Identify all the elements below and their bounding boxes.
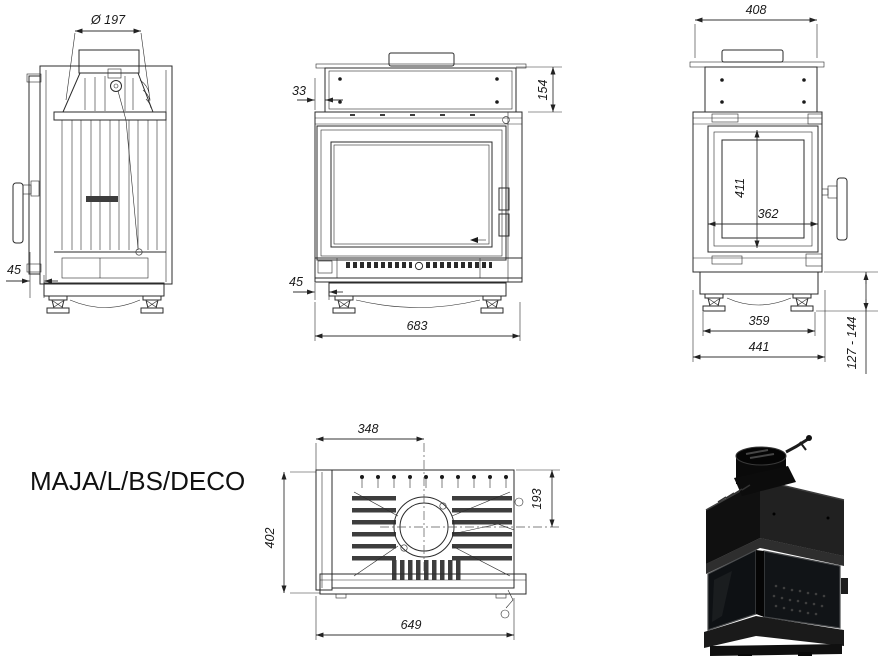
- adjustable-foot: [46, 295, 70, 314]
- dim-glass-height: 411: [733, 130, 760, 248]
- front-view: 154 33: [289, 52, 562, 341]
- deco-grille: [314, 257, 523, 279]
- side-body: [689, 49, 825, 273]
- dim-rear-side-offset: 45: [6, 252, 58, 298]
- dim-label-flue-from-side: 348: [358, 422, 379, 436]
- render-hood: [705, 466, 845, 564]
- dim-glass-width: 362: [708, 207, 818, 227]
- adjustable-foot: [480, 295, 504, 314]
- dim-flue-diameter: Ø 197: [65, 13, 151, 101]
- door-latch: [498, 187, 510, 237]
- rear-body: [26, 65, 173, 285]
- dim-label-base-offset: 45: [289, 275, 303, 289]
- adjustable-foot: [702, 293, 726, 312]
- dim-label-top-width: 649: [401, 618, 422, 632]
- fin-tops: [360, 475, 508, 488]
- dim-body-depth: 402: [263, 471, 320, 594]
- dim-label-hood-offset: 33: [292, 84, 306, 98]
- render-base: [704, 616, 844, 656]
- dim-flue-from-rear: 193: [516, 469, 560, 527]
- dim-base-depth: 441: [692, 290, 826, 362]
- dim-label-flue-from-rear: 193: [530, 489, 544, 510]
- side-view: 408: [689, 3, 878, 374]
- front-hood: [315, 52, 527, 113]
- adjustable-foot: [790, 293, 814, 312]
- dim-label-leg-range: 127 - 144: [845, 317, 859, 370]
- render-glass-left: [707, 549, 757, 631]
- convection-fins: [352, 491, 512, 577]
- dim-overall-depth: 408: [694, 3, 818, 58]
- dim-label-overall-depth: 408: [746, 3, 767, 17]
- dim-label-rear-offset: 45: [7, 263, 21, 277]
- model-title: MAJA/L/BS/DECO: [30, 466, 246, 496]
- product-render-3d: [704, 435, 848, 656]
- dim-label-body-depth: 402: [263, 528, 277, 549]
- door-handle-right: [821, 177, 848, 241]
- side-base: [699, 271, 819, 306]
- front-body: [314, 111, 523, 283]
- render-frame-band: [706, 538, 844, 574]
- dim-flue-from-side: 348: [315, 422, 424, 470]
- dim-top-overall-width: 649: [315, 596, 515, 640]
- dim-feet-span: 359: [702, 312, 816, 336]
- flue-opening: [380, 443, 560, 572]
- dim-hood-height: 154: [516, 66, 562, 113]
- dim-label-hood-height: 154: [536, 80, 550, 101]
- flue-pipe: [62, 49, 154, 256]
- rear-view: Ø 197: [6, 13, 173, 314]
- dim-leg-height-range: 127 - 144: [816, 271, 878, 374]
- dim-label-glass-height: 411: [733, 178, 747, 198]
- dim-base-offset: 45: [289, 275, 343, 300]
- adjustable-foot: [140, 295, 164, 314]
- dim-label-flue-diameter: Ø 197: [90, 13, 126, 27]
- top-view: 348: [263, 422, 560, 640]
- render-handle: [841, 578, 848, 594]
- door-handle-left: [12, 180, 40, 244]
- dim-label-feet-span: 359: [749, 314, 770, 328]
- dim-hood-offset: 33: [292, 78, 343, 110]
- rear-base: [43, 282, 165, 308]
- adjustable-foot: [332, 295, 356, 314]
- dim-overall-width: 683: [314, 302, 521, 341]
- dim-label-glass-width: 362: [758, 207, 779, 221]
- cold-handle-hook: [500, 589, 514, 619]
- render-corner-post: [756, 550, 764, 617]
- dim-label-base-depth: 441: [749, 340, 770, 354]
- top-body: [315, 443, 560, 619]
- front-base: [328, 282, 507, 308]
- arrow-icon: [470, 237, 486, 243]
- dim-label-overall-width: 683: [407, 319, 428, 333]
